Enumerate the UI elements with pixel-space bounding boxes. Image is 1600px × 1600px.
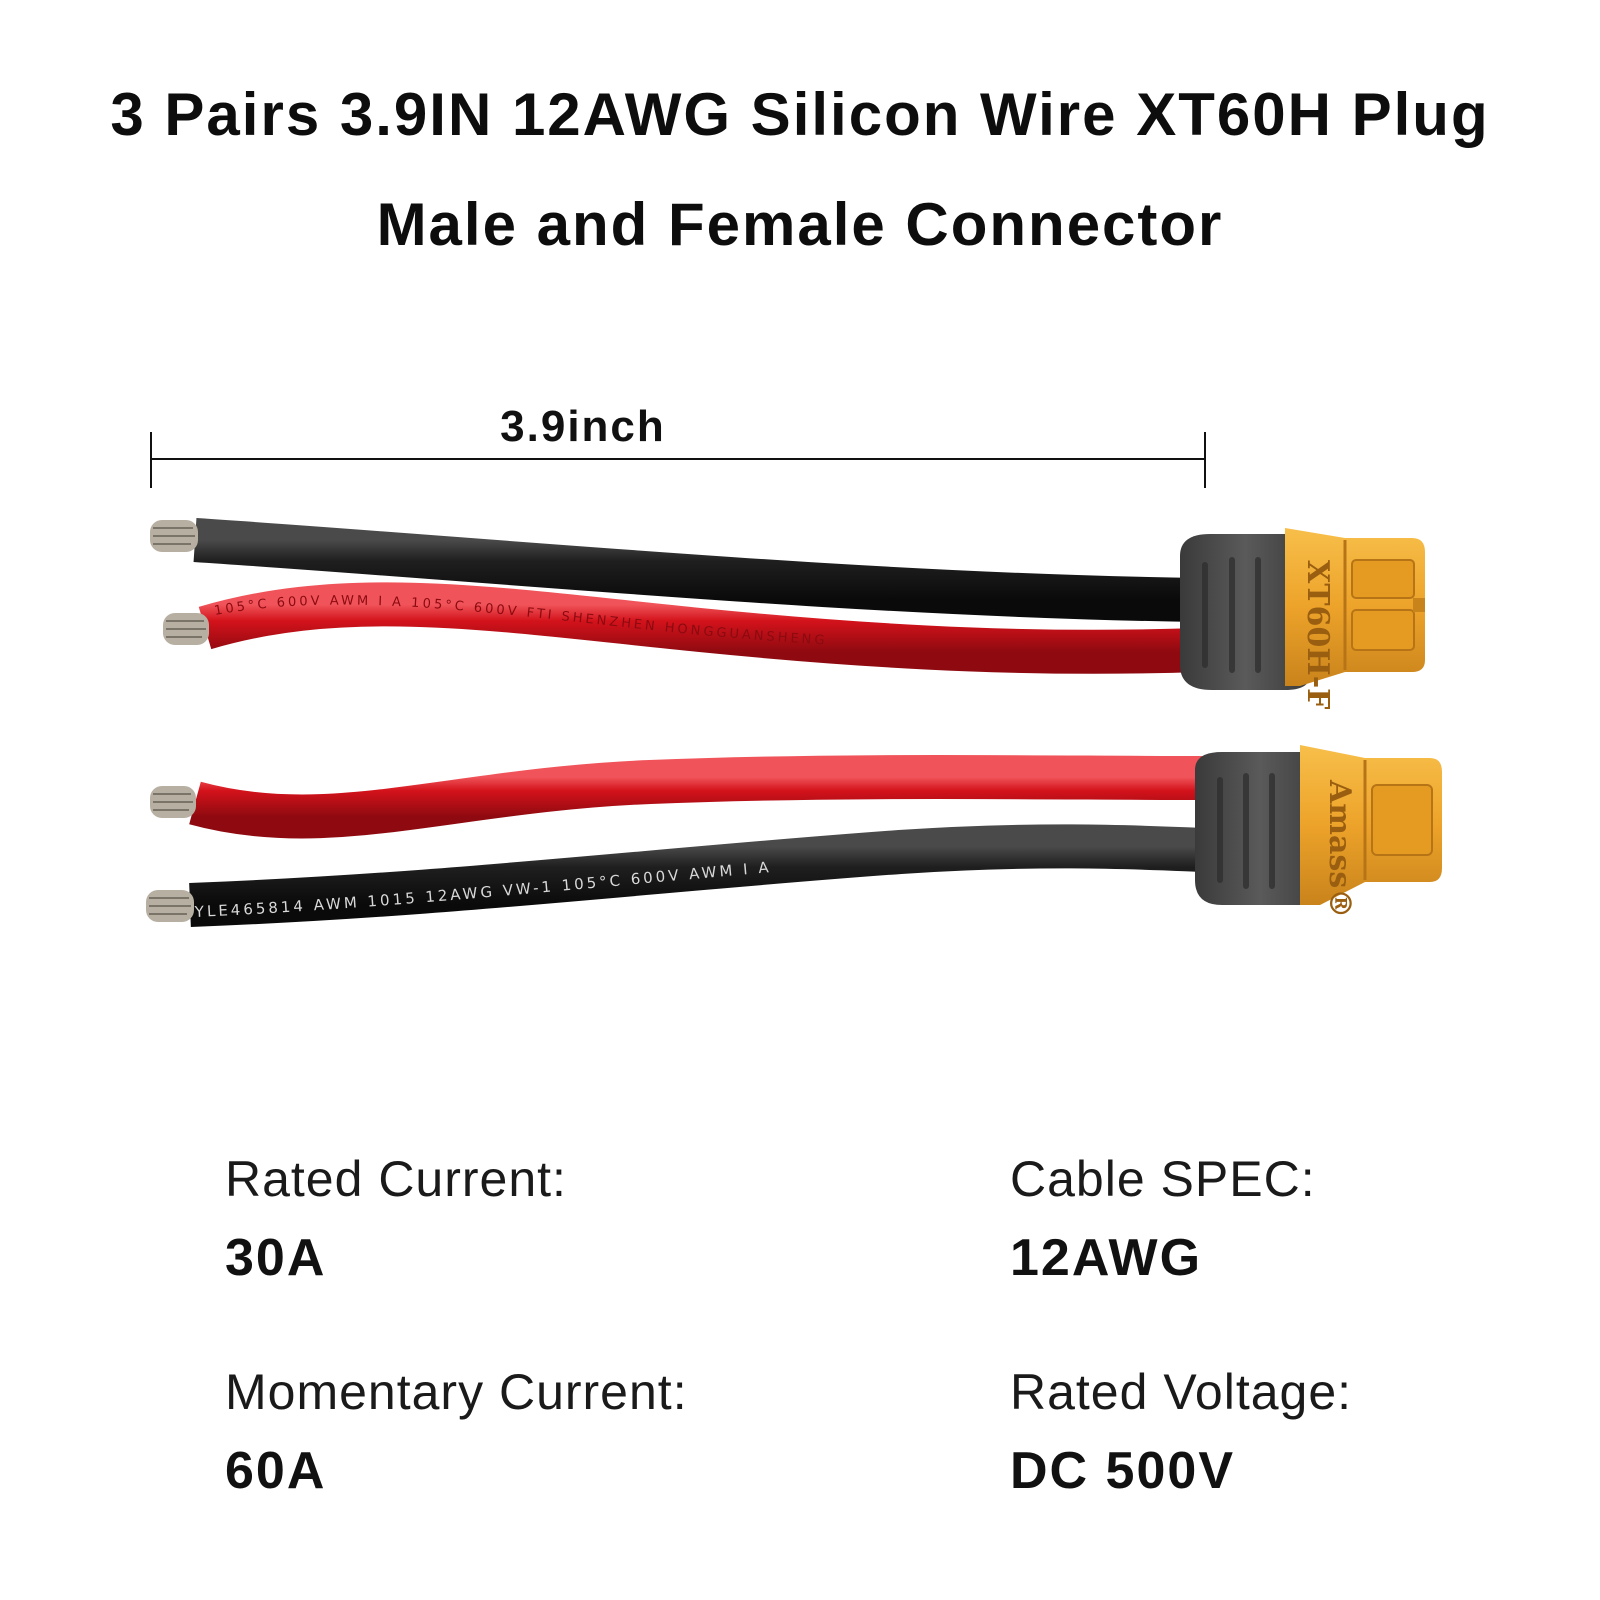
product-photo: 105°C 600V AWM I A 105°C 600V FTI SHENZH… bbox=[146, 518, 1442, 927]
black-wire-bottom bbox=[189, 824, 1206, 927]
black-wire-top bbox=[193, 518, 1201, 622]
dimension-line bbox=[150, 458, 1206, 460]
length-label: 3.9inch bbox=[500, 402, 666, 451]
boot-top bbox=[1180, 534, 1310, 690]
dimension-tick-right bbox=[1204, 432, 1206, 488]
spec-label: Rated Voltage: bbox=[1010, 1364, 1353, 1420]
spec-value: 12AWG bbox=[1010, 1229, 1203, 1287]
spec-value: 30A bbox=[225, 1229, 327, 1287]
length-dimension: 3.9inch bbox=[150, 400, 1206, 490]
spec-value: DC 500V bbox=[1010, 1442, 1235, 1500]
connector-top-label: XT60H-F bbox=[1300, 560, 1335, 709]
dimension-tick-left bbox=[150, 432, 152, 488]
red-wire-bottom bbox=[189, 755, 1206, 839]
spec-label: Momentary Current: bbox=[225, 1364, 688, 1420]
connector-bottom-label: Amass® bbox=[1322, 779, 1357, 918]
spec-label: Rated Current: bbox=[225, 1151, 567, 1207]
title-line-2: Male and Female Connector bbox=[376, 191, 1224, 258]
boot-bottom bbox=[1195, 752, 1325, 905]
red-wire-top bbox=[198, 582, 1201, 674]
spec-label: Cable SPEC: bbox=[1010, 1151, 1316, 1207]
spec-value: 60A bbox=[225, 1442, 327, 1500]
title-line-1: 3 Pairs 3.9IN 12AWG Silicon Wire XT60H P… bbox=[110, 81, 1490, 148]
